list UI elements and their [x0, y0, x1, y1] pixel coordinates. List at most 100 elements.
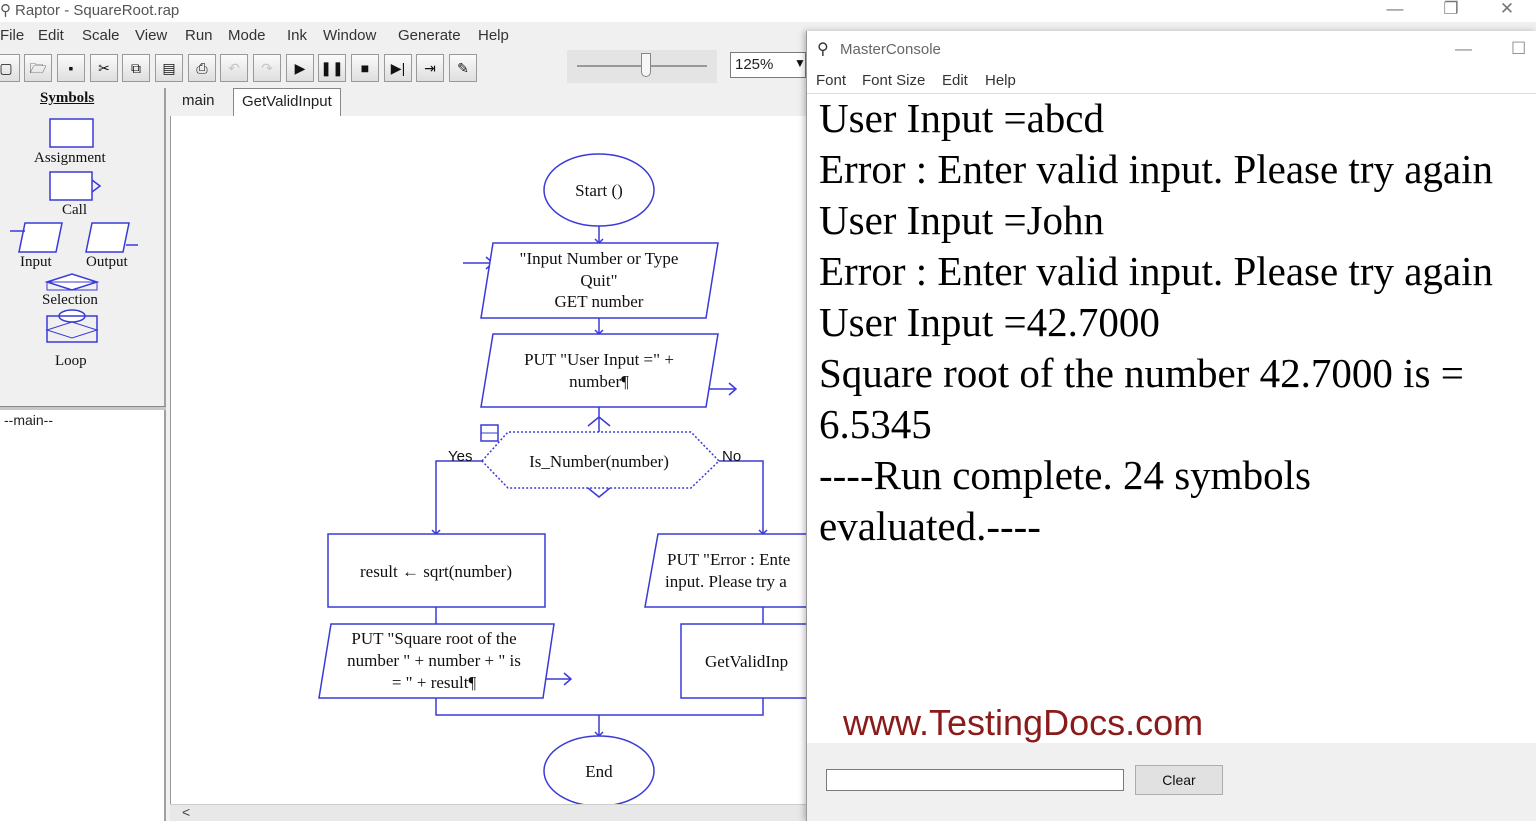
clear-button[interactable]: Clear — [1135, 765, 1223, 795]
output-symbol-square-root[interactable] — [318, 623, 555, 699]
console-maximize-button[interactable]: ☐ — [1511, 39, 1527, 58]
save-icon[interactable]: ▪ — [57, 54, 85, 82]
chevron-down-icon[interactable]: ▼ — [794, 56, 806, 70]
menu-run[interactable]: Run — [185, 27, 213, 44]
output2-line2: number " + number + " is — [347, 651, 521, 670]
console-title: MasterConsole — [840, 41, 941, 58]
symbol-label-output: Output — [86, 254, 128, 270]
title-bar: ⚲ Raptor - SquareRoot.rap — ❐ ✕ — [0, 0, 1536, 22]
console-output[interactable]: User Input =abcd Error : Enter valid inp… — [807, 93, 1536, 743]
output3-line2: input. Please try a — [665, 572, 787, 591]
call-symbol-icon[interactable] — [49, 171, 93, 201]
flowchart-canvas[interactable]: Start () "Input Number or Type Quit" GET… — [170, 116, 806, 804]
decision-symbol[interactable] — [480, 431, 721, 489]
symbol-label-loop: Loop — [55, 353, 87, 369]
output1-line2: number¶ — [569, 372, 629, 391]
output-symbol-icon[interactable] — [85, 222, 130, 253]
cut-icon[interactable]: ✂ — [90, 54, 118, 82]
minimize-button[interactable]: — — [1386, 0, 1404, 18]
pane-splitter[interactable] — [0, 406, 166, 410]
output-line: evaluated.---- — [819, 503, 1041, 549]
console-menu-font[interactable]: Font — [816, 72, 847, 89]
menu-window[interactable]: Window — [323, 27, 377, 44]
symbol-label-input: Input — [20, 254, 52, 270]
input-prompt-line2: Quit" — [580, 271, 617, 290]
redo-icon[interactable]: ↷ — [253, 54, 281, 82]
output-line: 6.5345 — [819, 401, 932, 447]
symbol-shapes — [10, 118, 138, 343]
print-icon[interactable]: ⎙ — [188, 54, 216, 82]
symbol-label-selection: Selection — [42, 292, 98, 308]
menu-file[interactable]: File — [0, 27, 25, 44]
input-prompt-line1: "Input Number or Type — [520, 249, 679, 268]
paste-icon[interactable]: ▤ — [155, 54, 183, 82]
close-button[interactable]: ✕ — [1499, 0, 1515, 18]
tab-getvalidinput[interactable]: GetValidInput — [233, 88, 341, 116]
toolbar: ▢ 🗁 ▪ ✂ ⧉ ▤ ⎙ ↶ ↷ ▶ ❚❚ ■ ▶| ⇥ ✎ — [0, 50, 805, 86]
menu-scale[interactable]: Scale — [82, 27, 120, 44]
menu-edit[interactable]: Edit — [38, 27, 64, 44]
speed-slider-thumb[interactable] — [641, 53, 651, 77]
console-title-bar: ⚲ MasterConsole — ☐ — [807, 31, 1536, 67]
assignment-label: result ← sqrt(number) — [360, 562, 512, 581]
menu-view[interactable]: View — [135, 27, 168, 44]
open-folder-icon[interactable]: 🗁 — [24, 54, 52, 82]
step-into-icon[interactable]: ⇥ — [416, 54, 444, 82]
yes-label: Yes — [448, 448, 472, 465]
console-menu-font-size[interactable]: Font Size — [862, 72, 926, 89]
tree-item-main[interactable]: --main-- — [4, 412, 53, 428]
menu-help[interactable]: Help — [478, 27, 509, 44]
output-line: User Input =abcd — [819, 95, 1104, 141]
input-symbol-icon[interactable] — [18, 222, 63, 253]
symbol-label-assignment: Assignment — [34, 150, 106, 166]
decision-label: Is_Number(number) — [529, 452, 669, 471]
symbols-title: Symbols — [40, 90, 95, 106]
subchart-tabs: main GetValidInput — [170, 88, 806, 116]
undo-icon[interactable]: ↶ — [220, 54, 248, 82]
menu-ink[interactable]: Ink — [287, 27, 308, 44]
output1-line1: PUT "User Input =" + — [524, 350, 674, 369]
console-input[interactable] — [826, 769, 1124, 791]
watermark-text: www.TestingDocs.com — [843, 702, 1204, 743]
symbol-label-call: Call — [62, 202, 87, 218]
end-label: End — [585, 762, 613, 781]
output-line: User Input =42.7000 — [819, 299, 1160, 345]
output-line: ----Run complete. 24 symbols — [819, 452, 1311, 498]
zoom-select[interactable]: 125% — [730, 52, 806, 78]
console-menu-help[interactable]: Help — [985, 72, 1016, 89]
start-label: Start () — [575, 181, 623, 200]
call-symbol[interactable] — [680, 623, 806, 699]
window-title: Raptor - SquareRoot.rap — [15, 2, 180, 19]
menu-bar: File Edit Scale View Run Mode Ink Window… — [0, 24, 805, 48]
no-label: No — [722, 448, 741, 465]
input-symbol[interactable] — [480, 242, 719, 319]
pen-icon[interactable]: ✎ — [449, 54, 477, 82]
assignment-symbol[interactable] — [327, 533, 546, 608]
output-symbol-user-input[interactable] — [480, 333, 719, 408]
menu-mode[interactable]: Mode — [228, 27, 266, 44]
step-icon[interactable]: ▶| — [384, 54, 412, 82]
input-get-label: GET number — [555, 292, 644, 311]
call-label: GetValidInp — [705, 652, 788, 671]
output-symbol-error[interactable] — [644, 533, 806, 608]
new-file-icon[interactable]: ▢ — [0, 54, 20, 82]
pause-icon[interactable]: ❚❚ — [318, 54, 346, 82]
stop-icon[interactable]: ■ — [351, 54, 379, 82]
symbols-pane: Symbols Assignment Call Input Output Sel… — [0, 88, 166, 406]
menu-generate[interactable]: Generate — [398, 27, 461, 44]
play-icon[interactable]: ▶ — [286, 54, 314, 82]
end-terminal[interactable] — [543, 735, 655, 804]
start-terminal[interactable] — [543, 153, 655, 227]
scroll-left-icon[interactable]: < — [182, 804, 191, 820]
console-input-area: Clear — [807, 743, 1536, 821]
console-minimize-button[interactable]: — — [1455, 39, 1472, 58]
output3-line1: PUT "Error : Ente — [667, 550, 790, 569]
copy-icon[interactable]: ⧉ — [122, 54, 150, 82]
assignment-symbol-icon[interactable] — [49, 118, 94, 148]
console-menu-edit[interactable]: Edit — [942, 72, 968, 89]
restore-button[interactable]: ❐ — [1443, 0, 1459, 18]
output-line: Error : Enter valid input. Please try ag… — [819, 248, 1494, 294]
master-console-window: ⚲ MasterConsole — ☐ Font Font Size Edit … — [806, 31, 1536, 821]
tab-main[interactable]: main — [182, 92, 215, 109]
console-menu-bar: Font Font Size Edit Help — [807, 69, 1536, 93]
